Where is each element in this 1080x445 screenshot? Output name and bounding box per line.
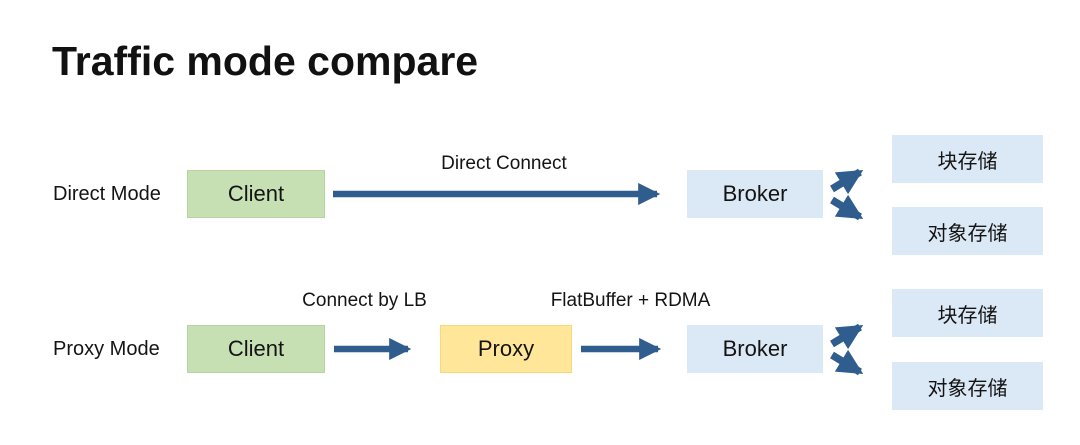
proxy-object-storage-node: 对象存储	[892, 362, 1043, 410]
direct-broker-to-object-arrow	[830, 194, 864, 221]
direct-mode-label: Direct Mode	[53, 183, 161, 205]
proxy-node: Proxy	[440, 325, 572, 373]
direct-broker-to-block-arrow	[830, 168, 864, 195]
direct-block-storage-node: 块存储	[892, 135, 1043, 183]
proxy-client-node: Client	[187, 325, 325, 373]
direct-broker-node: Broker	[687, 170, 823, 218]
connect-by-lb-label: Connect by LB	[302, 290, 427, 311]
proxy-broker-to-block-arrow	[830, 323, 864, 350]
proxy-mode-label: Proxy Mode	[53, 338, 160, 360]
slide-title: Traffic mode compare	[52, 38, 479, 84]
proxy-block-storage-node: 块存储	[892, 289, 1043, 337]
proxy-broker-node: Broker	[687, 325, 823, 373]
flatbuffer-rdma-label: FlatBuffer + RDMA	[550, 290, 711, 311]
direct-client-node: Client	[187, 170, 325, 218]
direct-connect-label: Direct Connect	[441, 153, 567, 174]
proxy-broker-to-object-arrow	[830, 349, 864, 376]
direct-object-storage-node: 对象存储	[892, 207, 1043, 255]
